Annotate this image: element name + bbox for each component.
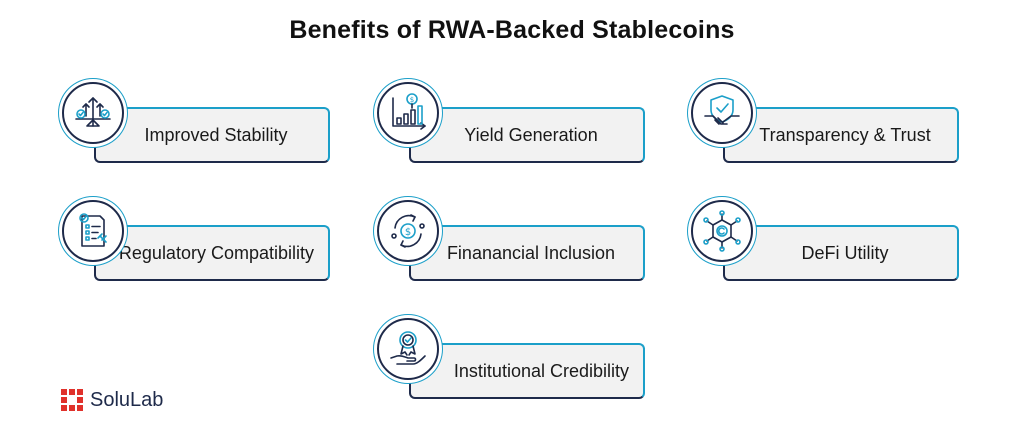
benefit-label: Improved Stability xyxy=(94,107,330,163)
award-hand-icon xyxy=(377,318,439,380)
scale-balance-icon xyxy=(62,82,124,144)
benefit-label: Transparency & Trust xyxy=(723,107,959,163)
checklist-gavel-icon xyxy=(62,200,124,262)
benefit-card-regulatory-compatibility: Regulatory Compatibility xyxy=(62,200,354,290)
dollar-cycle-icon: $ xyxy=(377,200,439,262)
growth-chart-icon: $ xyxy=(377,82,439,144)
svg-text:$: $ xyxy=(410,96,414,104)
brand-logo: SoluLab xyxy=(60,388,163,412)
benefit-label: DeFi Utility xyxy=(723,225,959,281)
coin-network-icon xyxy=(691,200,753,262)
benefit-label: Yield Generation xyxy=(409,107,645,163)
page-title: Benefits of RWA-Backed Stablecoins xyxy=(289,16,735,44)
benefit-label: Regulatory Compatibility xyxy=(94,225,330,281)
brand-name: SoluLab xyxy=(90,388,164,411)
benefit-label: Institutional Credibility xyxy=(409,343,645,399)
benefit-card-yield-generation: $ Yield Generation xyxy=(377,82,669,172)
svg-text:$: $ xyxy=(405,227,411,238)
solulab-logo-icon xyxy=(61,389,83,411)
benefit-card-financial-inclusion: $ Finanancial Inclusion xyxy=(377,200,669,290)
benefit-card-defi-utility: DeFi Utility xyxy=(691,200,983,290)
benefit-card-improved-stability: Improved Stability xyxy=(62,82,354,172)
handshake-shield-icon xyxy=(691,82,753,144)
benefit-card-transparency-trust: Transparency & Trust xyxy=(691,82,983,172)
benefit-label: Finanancial Inclusion xyxy=(409,225,645,281)
benefit-card-institutional-credibility: Institutional Credibility xyxy=(377,318,669,408)
